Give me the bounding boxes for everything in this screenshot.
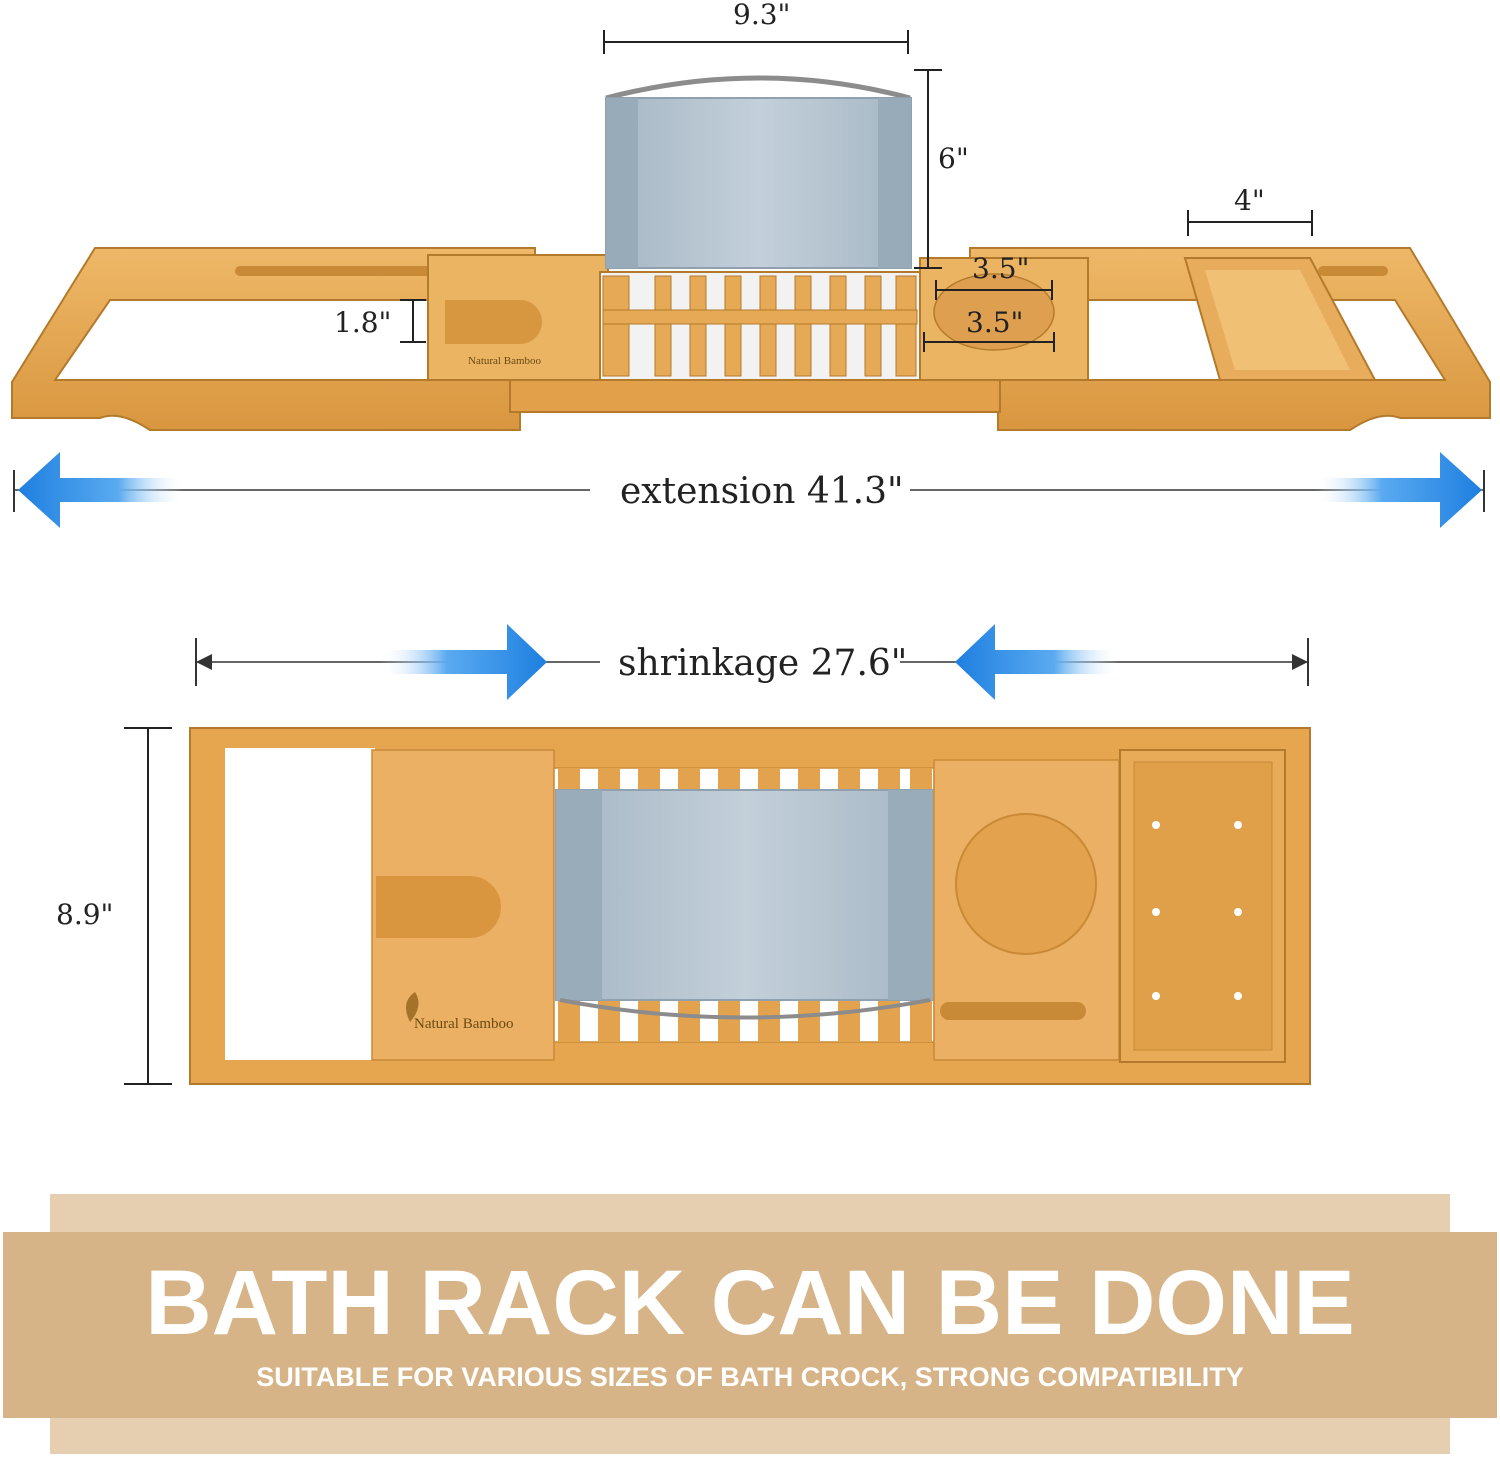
dim-cup-3-5-a: 3.5" — [972, 252, 1029, 285]
brand-mark-top: Natural Bamboo — [468, 355, 542, 367]
banner-title: BATH RACK CAN BE DONE — [145, 1252, 1355, 1354]
cup-holder-recess — [933, 273, 1055, 351]
soap-tray-inner — [1205, 270, 1350, 370]
arrow-left-icon — [955, 624, 1120, 700]
left-opening — [225, 748, 375, 1060]
promo-banner: BATH RACK CAN BE DONE SUITABLE FOR VARIO… — [3, 1194, 1497, 1454]
book-holder-fabric — [605, 97, 912, 269]
fabric-side-right — [888, 790, 934, 1000]
right-slot — [1318, 266, 1388, 276]
cup-holder-recess-top — [955, 813, 1097, 955]
book-holder-wire-top — [559, 998, 931, 1020]
center-rail — [509, 377, 1001, 413]
dim-depth-8-9: 8.9" — [56, 898, 113, 931]
dim-width-4: 4" — [1234, 184, 1265, 217]
leaf-icon — [406, 992, 419, 1022]
drain-holes — [1152, 821, 1242, 1000]
banner-subtitle: SUITABLE FOR VARIOUS SIZES OF BATH CROCK… — [256, 1362, 1244, 1392]
brand-mark-bottom: Natural Bamboo — [414, 1016, 514, 1032]
left-extension-frame — [11, 247, 536, 431]
retracted-rack: Natural Bamboo — [189, 727, 1311, 1085]
dim-height-6: 6" — [938, 142, 969, 175]
banner-inner — [3, 1232, 1497, 1418]
book-holder-wire — [605, 75, 911, 101]
shrinkage-label: shrinkage 27.6" — [618, 643, 907, 684]
phone-slot — [940, 1002, 1086, 1020]
extended-rack: Natural Bamboo — [11, 75, 1491, 431]
soap-tray-inner-top — [1133, 761, 1273, 1051]
dimension-lines-top — [400, 30, 1313, 352]
fabric-fold-left — [606, 98, 638, 268]
dim-width-9-3: 9.3" — [733, 0, 790, 31]
extension-label: extension 41.3" — [620, 471, 904, 512]
wine-glass-slot — [445, 300, 542, 344]
shrinkage-indicator: shrinkage 27.6" — [195, 624, 1309, 700]
dimension-depth — [124, 727, 172, 1085]
fabric-side-left — [556, 790, 602, 1000]
fabric-fold-right — [878, 98, 911, 268]
wine-glass-slot-top — [376, 876, 501, 938]
extension-indicator: extension 41.3" — [13, 452, 1485, 528]
dim-cup-3-5-b: 3.5" — [966, 306, 1023, 339]
slats — [602, 275, 918, 377]
arrow-right-icon — [380, 624, 547, 700]
arrow-left-icon — [18, 452, 185, 528]
dim-height-1-8: 1.8" — [334, 306, 391, 339]
arrow-right-icon — [1315, 452, 1482, 528]
book-holder-fabric-top — [555, 789, 935, 1001]
left-slot — [235, 266, 450, 276]
